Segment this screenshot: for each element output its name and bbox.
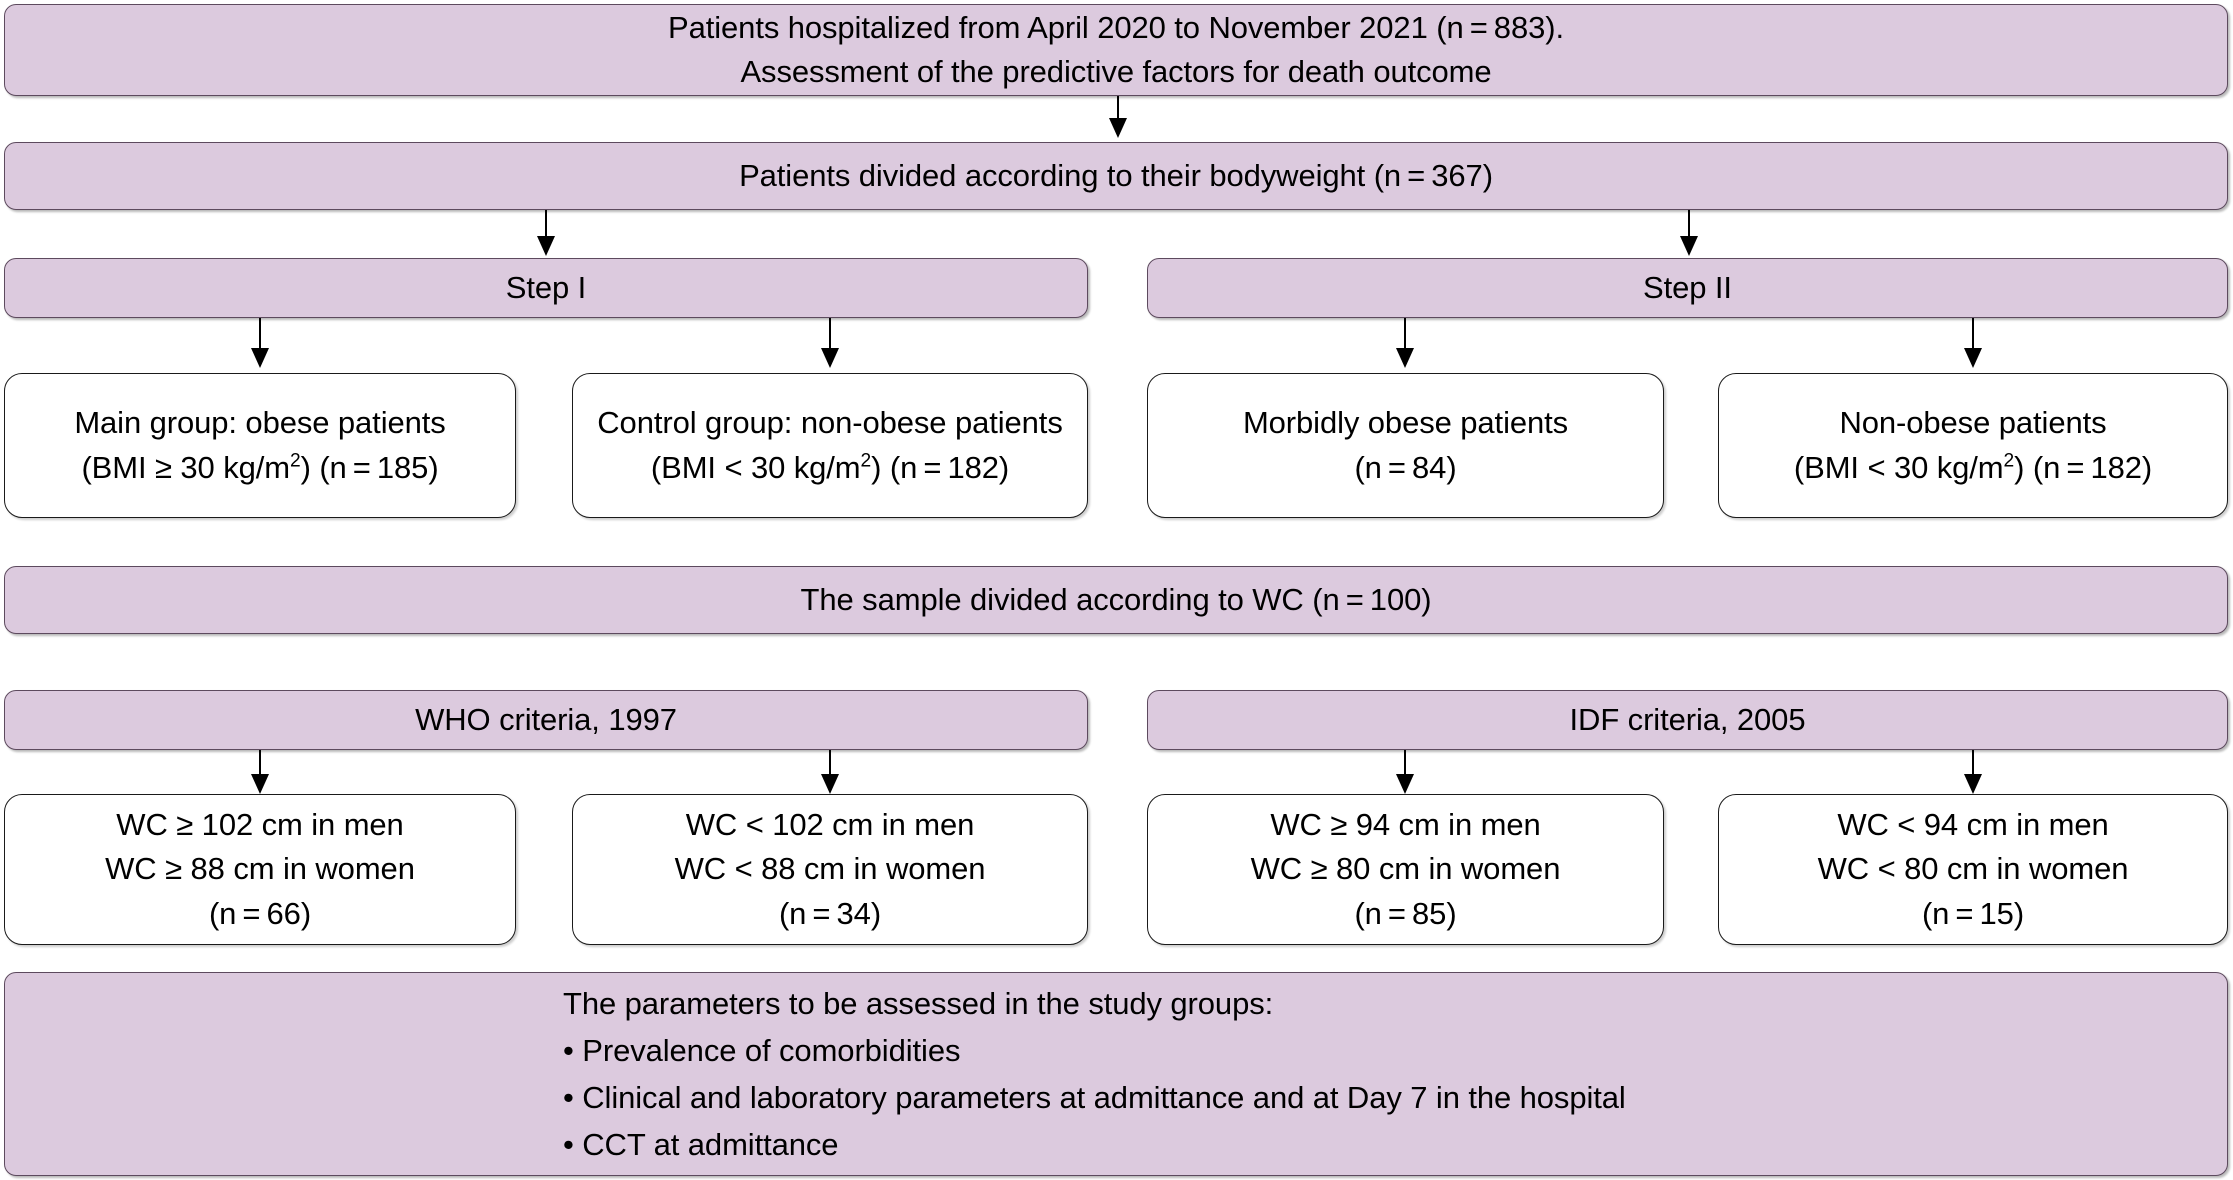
who-high-line-2: WC ≥ 88 cm in women [105,851,415,887]
node-main-group: Main group: obese patients (BMI ≥ 30 kg/… [4,373,516,518]
idf-low-line-2: WC < 80 cm in women [1817,851,2129,887]
main-group-line-1: Main group: obese patients [74,405,446,441]
node-idf-high: WC ≥ 94 cm in men WC ≥ 80 cm in women (n… [1147,794,1664,945]
idf-low-line-1: WC < 94 cm in men [1837,807,2109,843]
superscript-two: 2 [289,450,301,472]
node-cohort: Patients hospitalized from April 2020 to… [4,4,2228,96]
parameters-item-2: • Clinical and laboratory parameters at … [563,1080,1626,1115]
node-who-criteria: WHO criteria, 1997 [4,690,1088,750]
idf-low-line-3: (n = 15) [1921,895,2025,931]
who-low-line-2: WC < 88 cm in women [674,851,986,887]
who-high-line-1: WC ≥ 102 cm in men [116,807,404,843]
node-who-high: WC ≥ 102 cm in men WC ≥ 88 cm in women (… [4,794,516,945]
who-low-line-3: (n = 34) [778,895,882,931]
divided-wc-line-1: The sample divided according to WC (n = … [800,581,1432,617]
cohort-line-1: Patients hospitalized from April 2020 to… [668,9,1564,45]
node-step-1: Step I [4,258,1088,318]
cohort-line-2: Assessment of the predictive factors for… [740,54,1492,89]
superscript-two: 2 [860,450,872,472]
control-group-line-1: Control group: non-obese patients [597,405,1063,441]
node-idf-criteria: IDF criteria, 2005 [1147,690,2228,750]
who-high-line-3: (n = 66) [208,895,312,931]
idf-high-line-3: (n = 85) [1354,895,1457,931]
idf-high-line-1: WC ≥ 94 cm in men [1270,807,1541,843]
who-criteria-label: WHO criteria, 1997 [415,701,677,737]
superscript-two: 2 [2003,450,2015,472]
parameters-item-3: • CCT at admittance [563,1127,839,1163]
node-who-low: WC < 102 cm in men WC < 88 cm in women (… [572,794,1088,945]
who-low-line-1: WC < 102 cm in men [685,807,975,843]
non-obese-line-2: (BMI < 30 kg/m2) (n = 182) [1793,449,2153,485]
divided-bodyweight-line-1: Patients divided according to their body… [739,157,1493,193]
node-step-2: Step II [1147,258,2228,318]
control-group-line-2: (BMI < 30 kg/m2) (n = 182) [650,449,1010,485]
parameters-content: The parameters to be assessed in the stu… [563,980,1626,1168]
node-non-obese: Non-obese patients (BMI < 30 kg/m2) (n =… [1718,373,2228,518]
step-1-label: Step I [505,269,587,305]
non-obese-line-1: Non-obese patients [1839,405,2107,441]
step-2-label: Step II [1643,269,1732,305]
idf-criteria-label: IDF criteria, 2005 [1569,701,1806,737]
parameters-item-1: • Prevalence of comorbidities [563,1032,961,1068]
node-idf-low: WC < 94 cm in men WC < 80 cm in women (n… [1718,794,2228,945]
morbidly-obese-line-2: (n = 84) [1354,449,1457,485]
node-morbidly-obese: Morbidly obese patients (n = 84) [1147,373,1664,518]
idf-high-line-2: WC ≥ 80 cm in women [1250,851,1561,887]
parameters-heading: The parameters to be assessed in the stu… [563,985,1274,1021]
node-divided-bodyweight: Patients divided according to their body… [4,142,2228,210]
node-divided-wc: The sample divided according to WC (n = … [4,566,2228,634]
main-group-line-2: (BMI ≥ 30 kg/m2) (n = 185) [81,449,439,485]
morbidly-obese-line-1: Morbidly obese patients [1242,405,1569,441]
node-parameters: The parameters to be assessed in the stu… [4,972,2228,1176]
node-control-group: Control group: non-obese patients (BMI <… [572,373,1088,518]
